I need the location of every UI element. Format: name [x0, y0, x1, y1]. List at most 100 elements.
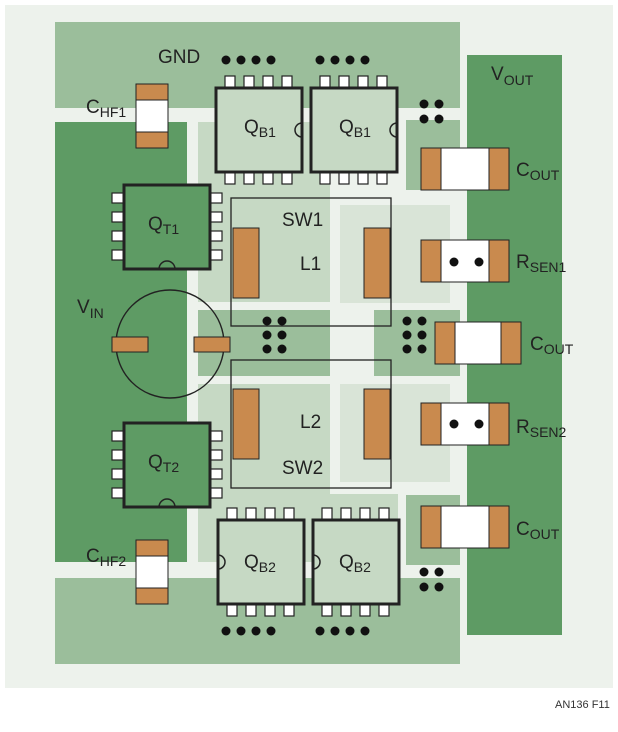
- qt2-pin: [111, 468, 125, 480]
- vout-label: VOUT: [491, 64, 534, 88]
- via: [419, 567, 429, 577]
- inductor-l1-outline: [230, 197, 392, 327]
- via: [315, 55, 325, 65]
- via: [236, 626, 246, 636]
- via: [221, 626, 231, 636]
- via: [345, 626, 355, 636]
- qb2-left-notch: [217, 554, 226, 570]
- rsen2-label: RSEN2: [516, 417, 567, 440]
- qt2-pin: [111, 487, 125, 499]
- chf2-label: CHF2: [86, 546, 126, 569]
- cout2-label: COUT: [530, 334, 574, 357]
- cout1-pad-right: [488, 147, 510, 191]
- qb1-label-right: QB1: [339, 117, 371, 140]
- vin-capacitor-pad-right: [193, 336, 231, 353]
- qt1-pin: [111, 192, 125, 204]
- qt1-pin: [209, 211, 223, 223]
- qb1-left-pin: [224, 75, 236, 89]
- via: [330, 626, 340, 636]
- qb2-left-pin: [264, 507, 276, 521]
- cout3-label: COUT: [516, 519, 560, 542]
- rsen1-label: RSEN1: [516, 252, 567, 275]
- via: [262, 316, 272, 326]
- rsen1-pad-left: [420, 239, 442, 283]
- qb2-label-right: QB2: [339, 552, 371, 575]
- via: [360, 626, 370, 636]
- qb1-right-pin: [338, 75, 350, 89]
- qt2-pin: [209, 430, 223, 442]
- qb2-right-body: [311, 518, 401, 606]
- qb1-right-pin: [357, 75, 369, 89]
- qt1-pin: [209, 249, 223, 261]
- via: [330, 55, 340, 65]
- chf1-pad-top: [135, 83, 169, 101]
- qb2-right-pin: [378, 603, 390, 617]
- qb2-right-pin: [340, 507, 352, 521]
- qb1-left-pin: [224, 171, 236, 185]
- via: [315, 626, 325, 636]
- qb1-right-pin: [376, 75, 388, 89]
- qb1-label-left: QB1: [244, 117, 276, 140]
- qb2-left-pin: [283, 507, 295, 521]
- via: [277, 330, 287, 340]
- qb1-right-body: [309, 86, 399, 174]
- via: [417, 330, 427, 340]
- qt2-pin: [209, 468, 223, 480]
- cout3-pad-left: [420, 505, 442, 549]
- via: [262, 344, 272, 354]
- chf1-pad-bottom: [135, 131, 169, 149]
- qb2-left-pin: [245, 507, 257, 521]
- qt1-label: QT1: [148, 214, 179, 237]
- qb1-right-notch: [389, 122, 398, 138]
- via: [434, 114, 444, 124]
- via: [402, 330, 412, 340]
- inductor-l1-pad-right: [363, 227, 391, 299]
- rsen2-kelvin-via-1: [449, 419, 459, 429]
- qb1-left-notch: [294, 122, 303, 138]
- qb1-right-pin: [376, 171, 388, 185]
- qt2-notch: [158, 498, 176, 508]
- rsen2-kelvin-via-2: [474, 419, 484, 429]
- qt1-pin: [111, 211, 125, 223]
- qb1-right-pin: [319, 75, 331, 89]
- qb2-right-pin: [359, 507, 371, 521]
- l1-label: L1: [300, 254, 321, 275]
- cout2-pad-left: [434, 321, 456, 365]
- inductor-l2-pad-right: [363, 388, 391, 460]
- cout3-pad-right: [488, 505, 510, 549]
- qb1-right-pin: [357, 171, 369, 185]
- qb2-right-pin: [340, 603, 352, 617]
- via: [434, 99, 444, 109]
- qb1-left-pin: [243, 171, 255, 185]
- inductor-l2-pad-left: [232, 388, 260, 460]
- qb1-left-pin: [281, 75, 293, 89]
- sw2-label: SW2: [282, 458, 323, 479]
- qt1-pin: [209, 192, 223, 204]
- chf2-pad-bottom: [135, 587, 169, 605]
- qb1-right-pin: [338, 171, 350, 185]
- qt2-body: [122, 421, 212, 509]
- rsen1-kelvin-via-2: [474, 257, 484, 267]
- via: [221, 55, 231, 65]
- cout1-pad-left: [420, 147, 442, 191]
- vin-capacitor-pad-left: [111, 336, 149, 353]
- via: [262, 330, 272, 340]
- qb1-left-pin: [262, 75, 274, 89]
- qb2-left-pin: [226, 603, 238, 617]
- qt1-pin: [209, 230, 223, 242]
- via: [434, 582, 444, 592]
- via: [360, 55, 370, 65]
- inductor-l2-outline: [230, 359, 392, 489]
- qt1-pin: [111, 230, 125, 242]
- sw1-label: SW1: [282, 210, 323, 231]
- qb2-left-pin: [226, 507, 238, 521]
- via: [402, 344, 412, 354]
- qb2-right-pin: [378, 507, 390, 521]
- qb2-right-notch: [312, 554, 321, 570]
- via: [277, 344, 287, 354]
- qt2-pin: [111, 449, 125, 461]
- qb2-left-pin: [264, 603, 276, 617]
- rsen1-pad-right: [488, 239, 510, 283]
- qb1-right-pin: [319, 171, 331, 185]
- chf1-label: CHF1: [86, 97, 126, 120]
